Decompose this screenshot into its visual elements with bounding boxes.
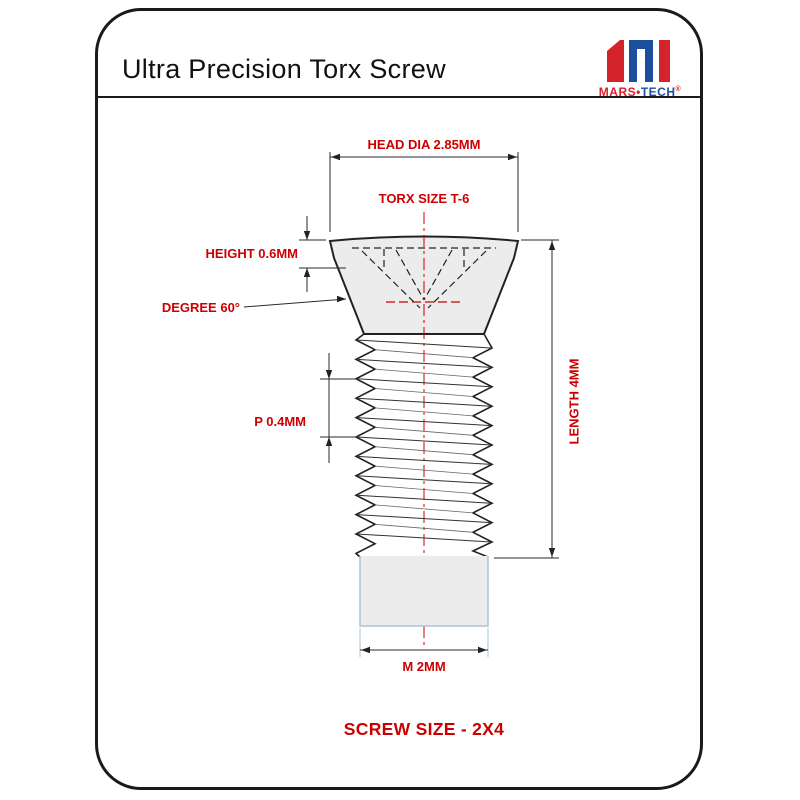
dimension-lines xyxy=(243,152,559,657)
torx-size-label: TORX SIZE T-6 xyxy=(378,191,470,206)
marstech-logo: MARS•TECH® xyxy=(585,38,695,99)
torx-hidden-lines xyxy=(352,247,496,309)
logo-registered-mark: ® xyxy=(675,86,682,93)
screw-size-label: SCREW SIZE - 2X4 xyxy=(343,719,505,739)
page-title: Ultra Precision Torx Screw xyxy=(122,54,446,84)
logo-text-tech: TECH xyxy=(640,85,676,99)
thread-dia-label: M 2MM xyxy=(402,659,446,674)
border-frame xyxy=(95,8,703,790)
pitch-label: P 0.4MM xyxy=(254,414,306,429)
logo-m-icon xyxy=(607,40,670,82)
dim-pitch xyxy=(320,353,357,463)
degree-label: DEGREE 60° xyxy=(161,300,240,315)
dim-length xyxy=(494,239,559,559)
screw-threads xyxy=(354,333,494,558)
screw-shank xyxy=(359,556,489,627)
height-label: HEIGHT 0.6MM xyxy=(205,246,298,261)
length-label: LENGTH 4MM xyxy=(566,358,582,445)
dim-thread-dia xyxy=(359,628,489,657)
logo-wordmark: MARS•TECH® xyxy=(585,85,695,99)
head-dia-label: HEAD DIA 2.85MM xyxy=(367,137,481,152)
logo-text-mars: MARS xyxy=(598,85,637,99)
title-underline xyxy=(97,96,701,98)
dim-degree-leader xyxy=(243,298,347,308)
dim-head-dia xyxy=(329,152,519,232)
dimension-arrowheads xyxy=(303,153,556,654)
logo-dot: • xyxy=(636,85,641,99)
